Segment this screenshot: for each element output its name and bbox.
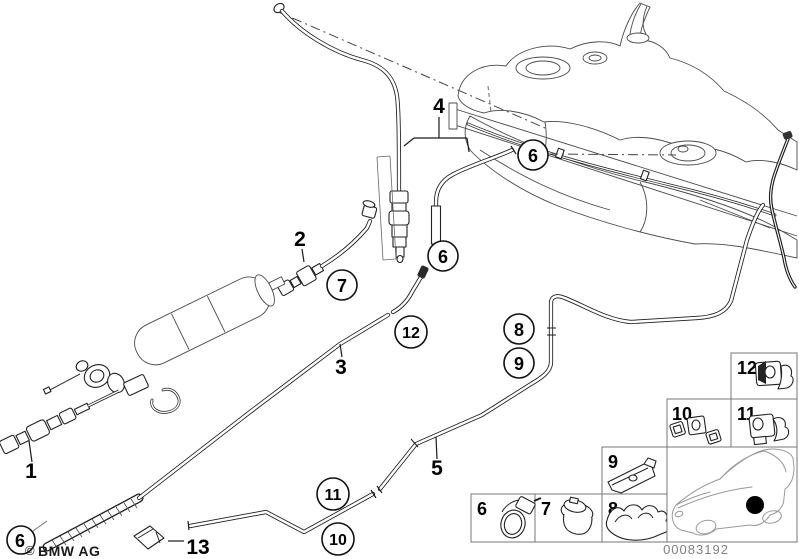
pipe-clip-icon	[748, 413, 790, 446]
svg-text:12: 12	[737, 358, 757, 378]
bracket-rail-icon	[607, 457, 657, 494]
part-label-5[interactable]: 5	[431, 457, 443, 480]
svg-text:12: 12	[402, 325, 420, 342]
svg-text:10: 10	[329, 532, 347, 549]
fuel-pipe-3	[42, 265, 429, 552]
callout-10[interactable]: 10	[321, 522, 355, 556]
pipe-clip-capped-icon	[754, 360, 794, 390]
part-label-2[interactable]: 2	[294, 228, 306, 251]
part-label-4-group[interactable]: 4	[403, 95, 470, 153]
svg-text:6: 6	[477, 499, 487, 519]
callout-12[interactable]: 12	[394, 315, 428, 349]
callout-9[interactable]: 9	[503, 347, 535, 379]
svg-text:6: 6	[15, 531, 25, 551]
legend-box-7[interactable]: 7	[534, 493, 603, 543]
svg-text:8: 8	[514, 320, 524, 340]
part-label-13[interactable]: 13	[186, 536, 209, 559]
location-dot	[746, 496, 764, 514]
part-label-13-group[interactable]: 13	[168, 536, 210, 559]
legend-box-12[interactable]: 12	[730, 352, 798, 400]
image-code: 00083192	[663, 542, 729, 557]
double-clip-icon	[669, 415, 722, 445]
fuel-hose-4-left	[273, 2, 410, 264]
part-label-4[interactable]: 4	[433, 95, 445, 118]
part-label-3[interactable]: 3	[335, 356, 347, 379]
fuel-pipe-5	[376, 202, 766, 494]
part-label-1-group[interactable]: 1	[25, 440, 37, 483]
tank-feed-hose	[768, 131, 797, 289]
part-label-5-group[interactable]: 5	[431, 436, 443, 480]
svg-text:7: 7	[337, 276, 347, 296]
callout-7[interactable]: 7	[326, 269, 358, 301]
fuel-pump-flange-left	[515, 56, 571, 80]
legend-grid: 12 10 11	[470, 352, 798, 557]
fuel-pipe-jumper	[187, 489, 377, 535]
callout-8[interactable]: 8	[503, 313, 535, 345]
callout-6-bottom[interactable]: 6	[6, 520, 48, 555]
legend-box-9[interactable]: 9	[601, 446, 668, 495]
part-label-1[interactable]: 1	[25, 460, 37, 483]
callout-6-tank-leader	[547, 153, 677, 156]
svg-text:6: 6	[528, 146, 538, 166]
fuel-tank-sketch	[448, 2, 798, 259]
fuel-pump-flange-right	[659, 140, 717, 166]
heat-shield-strip	[376, 155, 397, 261]
bmw-coupe-silhouette-icon	[671, 448, 795, 536]
legend-box-11[interactable]: 11	[730, 398, 798, 448]
svg-text:7: 7	[541, 499, 551, 519]
hose-clamp-icon	[500, 496, 542, 539]
construction-line	[273, 9, 546, 129]
fuel-filter	[134, 274, 286, 366]
filler-neck	[626, 3, 650, 44]
tank-fuel-lines	[466, 122, 777, 217]
brand-text: BMW AG	[38, 543, 100, 559]
legend-box-8[interactable]: 8	[601, 493, 672, 543]
callout-6-hose[interactable]: 6	[427, 240, 459, 272]
part-label-3-group[interactable]: 3	[335, 343, 347, 379]
pressure-regulator	[42, 360, 181, 414]
part-label-2-group[interactable]: 2	[294, 228, 306, 263]
tank-crossmember	[448, 102, 798, 237]
copyright-symbol: ©	[25, 543, 35, 558]
fuel-hose-2	[277, 200, 378, 297]
bracket-13	[133, 525, 165, 550]
svg-text:6: 6	[438, 247, 448, 267]
callout-6-tank[interactable]: 6	[517, 139, 549, 171]
fuel-line-fitting-1	[0, 389, 120, 455]
grommet-icon	[560, 496, 594, 535]
callout-11[interactable]: 11	[316, 477, 350, 511]
copyright-note: © BMW AG	[25, 543, 100, 559]
quick-connector	[388, 190, 410, 264]
legend-box-6[interactable]: 6	[470, 493, 542, 543]
car-location-thumbnail[interactable]	[666, 446, 798, 543]
svg-text:9: 9	[514, 354, 524, 374]
spiral-sleeve	[51, 498, 138, 550]
legend-box-10[interactable]: 10	[666, 398, 732, 448]
svg-text:9: 9	[608, 452, 618, 472]
multi-clip-icon	[605, 504, 672, 541]
part-4-bracket	[403, 117, 470, 153]
svg-text:11: 11	[325, 487, 342, 504]
